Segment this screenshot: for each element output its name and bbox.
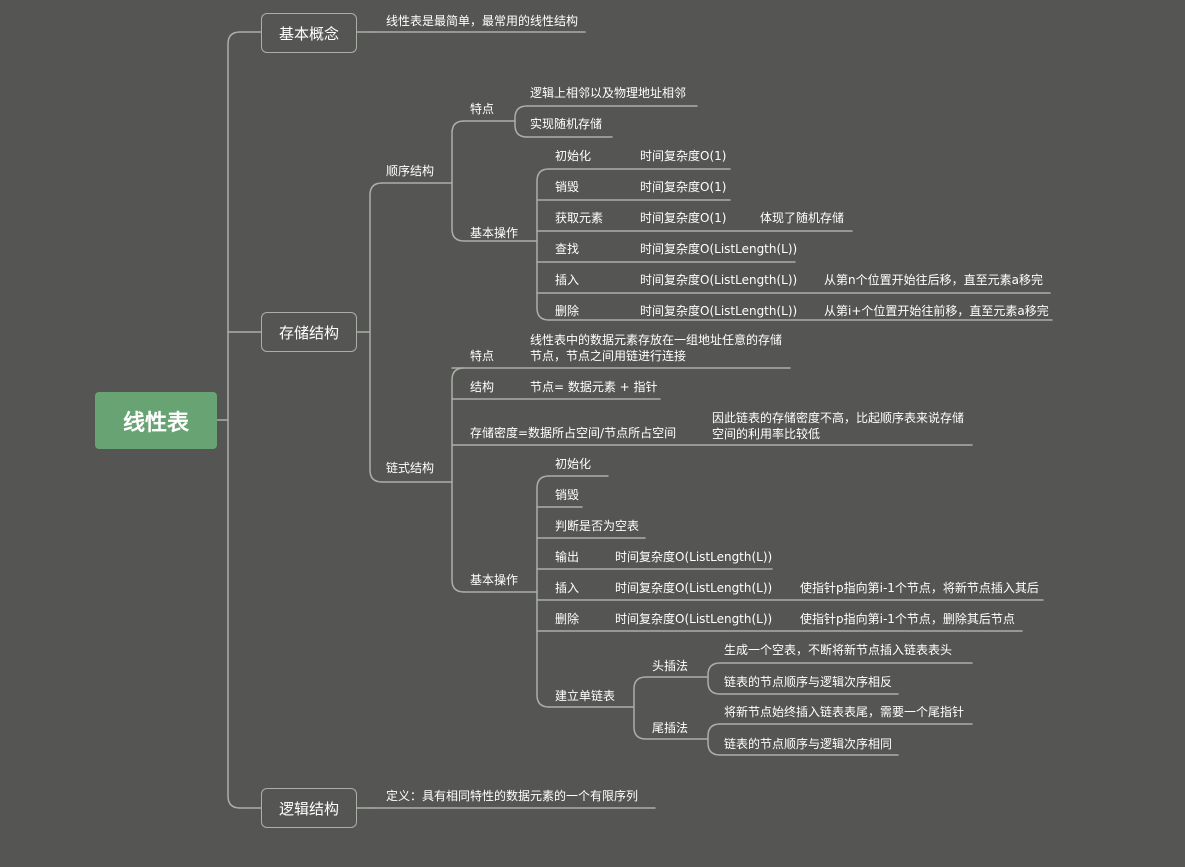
seq-op-complexity: 时间复杂度O(1): [640, 149, 727, 163]
linked-op-complexity: 时间复杂度O(ListLength(L)): [615, 581, 773, 595]
node-head-insert[interactable]: 头插法: [652, 659, 689, 673]
linked-op-complexity: 时间复杂度O(ListLength(L)): [615, 550, 773, 564]
seq-op-name: 查找: [555, 242, 580, 256]
node-tail-insert[interactable]: 尾插法: [652, 721, 689, 735]
node-logical-structure[interactable]: 逻辑结构: [261, 788, 357, 828]
basic-concept-desc: 线性表是最简单，最常用的线性结构: [386, 14, 579, 28]
seq-op-name: 初始化: [555, 149, 592, 163]
node-linked[interactable]: 链式结构: [386, 461, 435, 475]
linked-op-complexity: 时间复杂度O(ListLength(L)): [615, 612, 773, 626]
tail-insert-item: 将新节点始终插入链表表尾，需要一个尾指针: [724, 705, 965, 719]
node-seq-features[interactable]: 特点: [470, 102, 495, 116]
seq-op-note: 从第i+个位置开始往前移，直至元素a移完: [824, 304, 1049, 318]
node-seq-ops[interactable]: 基本操作: [470, 226, 519, 240]
node-build-list[interactable]: 建立单链表: [555, 689, 616, 703]
seq-feature-1: 逻辑上相邻以及物理地址相邻: [530, 86, 687, 100]
seq-op-complexity: 时间复杂度O(1): [640, 211, 727, 225]
head-insert-item: 链表的节点顺序与逻辑次序相反: [724, 675, 893, 689]
linked-structure-value: 节点= 数据元素 + 指针: [530, 380, 658, 394]
linked-op-note: 使指针p指向第i-1个节点，将新节点插入其后: [800, 581, 1039, 595]
linked-feature-line1: 线性表中的数据元素存放在一组地址任意的存储: [530, 333, 783, 347]
linked-op-note: 使指针p指向第i-1个节点，删除其后节点: [800, 612, 1015, 626]
logical-structure-desc: 定义：具有相同特性的数据元素的一个有限序列: [386, 789, 639, 803]
seq-op-complexity: 时间复杂度O(ListLength(L)): [640, 273, 798, 287]
seq-op-name: 删除: [555, 304, 580, 318]
seq-op-note: 从第n个位置开始往后移，直至元素a移完: [824, 273, 1043, 287]
linked-density-line1: 因此链表的存储密度不高，比起顺序表来说存储: [712, 411, 965, 425]
linked-feature-line2: 节点，节点之间用链进行连接: [530, 349, 687, 363]
linked-op-name: 插入: [555, 581, 580, 595]
seq-op-complexity: 时间复杂度O(1): [640, 180, 727, 194]
seq-op-name: 获取元素: [555, 211, 604, 225]
linked-density-line2: 空间的利用率比较低: [712, 427, 821, 441]
linked-op-name: 销毁: [555, 488, 580, 502]
linked-op-name: 输出: [555, 550, 580, 564]
node-storage-structure[interactable]: 存储结构: [261, 312, 357, 352]
linked-op-name: 初始化: [555, 457, 592, 471]
seq-op-complexity: 时间复杂度O(ListLength(L)): [640, 304, 798, 318]
node-sequential[interactable]: 顺序结构: [386, 164, 435, 178]
linked-op-name: 判断是否为空表: [555, 519, 640, 533]
node-linked-features[interactable]: 特点: [470, 349, 495, 363]
head-insert-item: 生成一个空表，不断将新节点插入链表表头: [724, 643, 953, 657]
node-linked-ops[interactable]: 基本操作: [470, 573, 519, 587]
seq-feature-2: 实现随机存储: [530, 117, 603, 131]
seq-op-complexity: 时间复杂度O(ListLength(L)): [640, 242, 798, 256]
root-node[interactable]: 线性表: [95, 392, 217, 449]
seq-op-name: 销毁: [555, 180, 580, 194]
node-basic-concept[interactable]: 基本概念: [261, 13, 357, 53]
tail-insert-item: 链表的节点顺序与逻辑次序相同: [724, 737, 893, 751]
node-linked-density[interactable]: 存储密度=数据所占空间/节点所占空间: [470, 426, 677, 440]
node-linked-structure[interactable]: 结构: [470, 380, 495, 394]
linked-op-name: 删除: [555, 612, 580, 626]
seq-op-name: 插入: [555, 273, 580, 287]
seq-op-note: 体现了随机存储: [760, 211, 845, 225]
